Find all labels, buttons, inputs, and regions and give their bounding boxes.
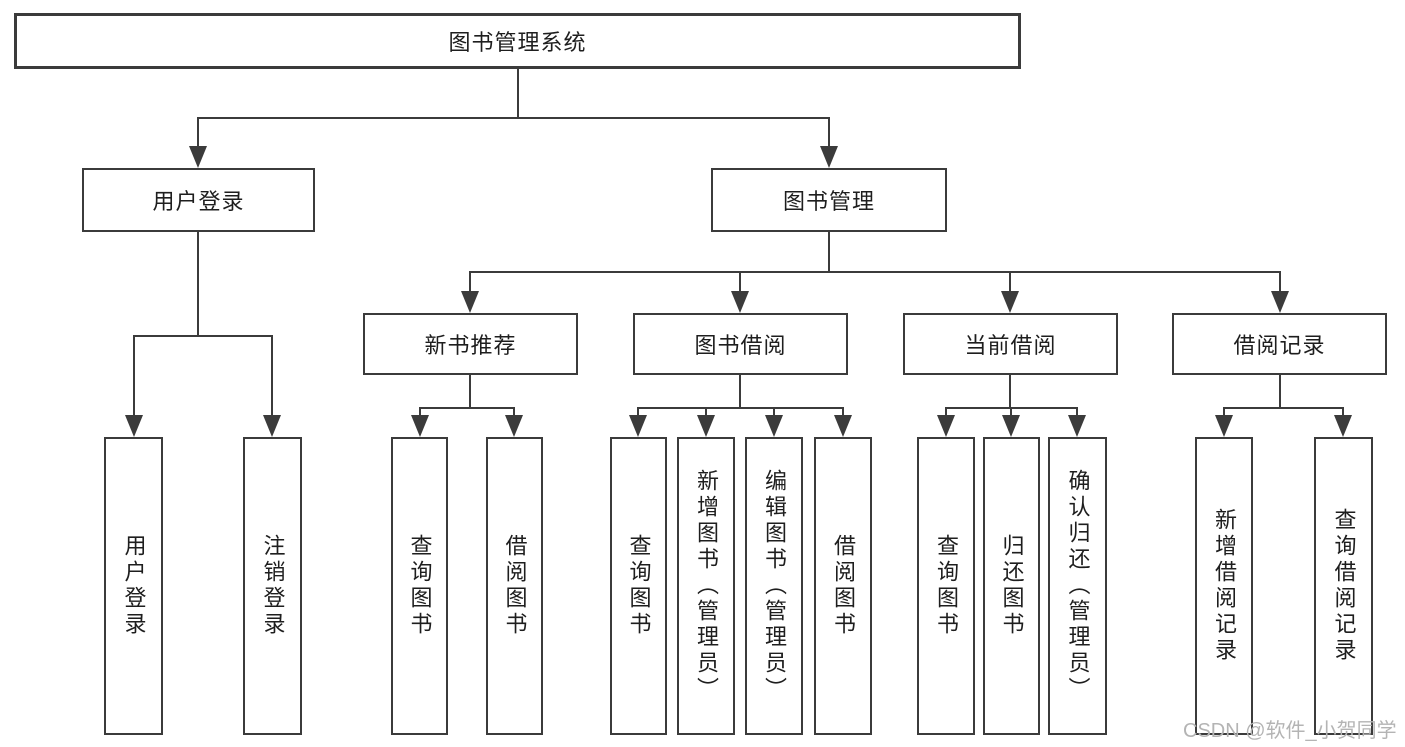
arrowhead-down-icon	[1068, 415, 1086, 437]
connector-line	[1279, 375, 1281, 408]
leaf-borrowing-query-books: 查询图书	[610, 437, 667, 735]
connector-line	[271, 336, 273, 417]
connector-line	[469, 272, 471, 293]
leaf-label: 注销登录	[260, 534, 286, 638]
connector-line	[739, 375, 741, 408]
connector-line	[773, 408, 775, 417]
leaf-label: 新增图书（管理员）	[694, 469, 719, 703]
leaf-label: 新增借阅记录	[1212, 508, 1237, 664]
arrowhead-down-icon	[834, 415, 852, 437]
arrowhead-down-icon	[1215, 415, 1233, 437]
connector-line	[197, 117, 830, 119]
node-label: 图书管理系统	[448, 30, 587, 55]
connector-line	[197, 118, 199, 148]
leaf-label: 编辑图书（管理员）	[762, 469, 787, 703]
leaf-records-add-borrow-record: 新增借阅记录	[1195, 437, 1253, 735]
arrowhead-down-icon	[461, 291, 479, 313]
arrowhead-down-icon	[263, 415, 281, 437]
connector-line	[517, 69, 519, 118]
arrowhead-down-icon	[731, 291, 749, 313]
arrowhead-down-icon	[411, 415, 429, 437]
arrowhead-down-icon	[1002, 415, 1020, 437]
arrowhead-down-icon	[125, 415, 143, 437]
connector-line	[1223, 407, 1344, 409]
leaf-logout: 注销登录	[243, 437, 302, 735]
arrowhead-down-icon	[1271, 291, 1289, 313]
leaf-label: 归还图书	[999, 534, 1025, 638]
node-label: 用户登录	[152, 189, 245, 214]
connector-line	[828, 118, 830, 148]
node-label: 图书借阅	[694, 333, 787, 358]
connector-line	[419, 408, 421, 417]
connector-line	[705, 408, 707, 417]
node-current-borrowing: 当前借阅	[903, 313, 1118, 375]
connector-line	[637, 407, 844, 409]
connector-line	[739, 272, 741, 293]
connector-line	[1279, 272, 1281, 293]
connector-line	[469, 375, 471, 408]
connector-line	[1010, 408, 1012, 417]
connector-line	[637, 408, 639, 417]
leaf-current-return-books: 归还图书	[983, 437, 1040, 735]
connector-line	[1342, 408, 1344, 417]
watermark: CSDN @软件_小贺同学	[1183, 720, 1397, 742]
leaf-borrowing-edit-books-admin: 编辑图书（管理员）	[745, 437, 803, 735]
arrowhead-down-icon	[765, 415, 783, 437]
connector-line	[945, 408, 947, 417]
connector-line	[1009, 272, 1011, 293]
leaf-label: 借阅图书	[831, 534, 856, 638]
node-user-login: 用户登录	[82, 168, 315, 232]
node-label: 新书推荐	[424, 333, 517, 358]
leaf-current-confirm-return-admin: 确认归还（管理员）	[1048, 437, 1107, 735]
node-label: 当前借阅	[964, 333, 1057, 358]
leaf-label: 查询借阅记录	[1331, 508, 1357, 664]
leaf-label: 查询图书	[407, 534, 433, 638]
leaf-current-query-books: 查询图书	[917, 437, 975, 735]
connector-line	[828, 232, 830, 272]
arrowhead-down-icon	[1334, 415, 1352, 437]
connector-line	[1223, 408, 1225, 417]
connector-line	[419, 407, 515, 409]
leaf-label: 查询图书	[934, 534, 959, 638]
leaf-records-query-borrow-record: 查询借阅记录	[1314, 437, 1373, 735]
node-new-book-recommendation: 新书推荐	[363, 313, 578, 375]
node-borrowing-records: 借阅记录	[1172, 313, 1387, 375]
node-book-management: 图书管理	[711, 168, 947, 232]
leaf-label: 确认归还（管理员）	[1065, 469, 1091, 703]
arrowhead-down-icon	[1001, 291, 1019, 313]
leaf-borrowing-add-books-admin: 新增图书（管理员）	[677, 437, 735, 735]
connector-line	[513, 408, 515, 417]
leaf-label: 用户登录	[121, 534, 147, 638]
leaf-label: 查询图书	[626, 534, 652, 638]
leaf-user-login: 用户登录	[104, 437, 163, 735]
leaf-borrowing-borrow-books: 借阅图书	[814, 437, 872, 735]
leaf-recommend-query-books: 查询图书	[391, 437, 448, 735]
connector-line	[1076, 408, 1078, 417]
connector-line	[133, 335, 273, 337]
node-book-borrowing: 图书借阅	[633, 313, 848, 375]
arrowhead-down-icon	[189, 146, 207, 168]
arrowhead-down-icon	[505, 415, 523, 437]
arrowhead-down-icon	[937, 415, 955, 437]
arrowhead-down-icon	[629, 415, 647, 437]
arrowhead-down-icon	[820, 146, 838, 168]
connector-line	[842, 408, 844, 417]
arrowhead-down-icon	[697, 415, 715, 437]
node-label: 借阅记录	[1233, 333, 1326, 358]
leaf-label: 借阅图书	[502, 534, 528, 638]
node-label: 图书管理	[782, 189, 875, 214]
connector-line	[1009, 375, 1011, 408]
node-library-management-system: 图书管理系统	[14, 13, 1021, 69]
connector-line	[133, 336, 135, 417]
leaf-recommend-borrow-books: 借阅图书	[486, 437, 543, 735]
connector-line	[469, 271, 1281, 273]
connector-line	[197, 232, 199, 336]
